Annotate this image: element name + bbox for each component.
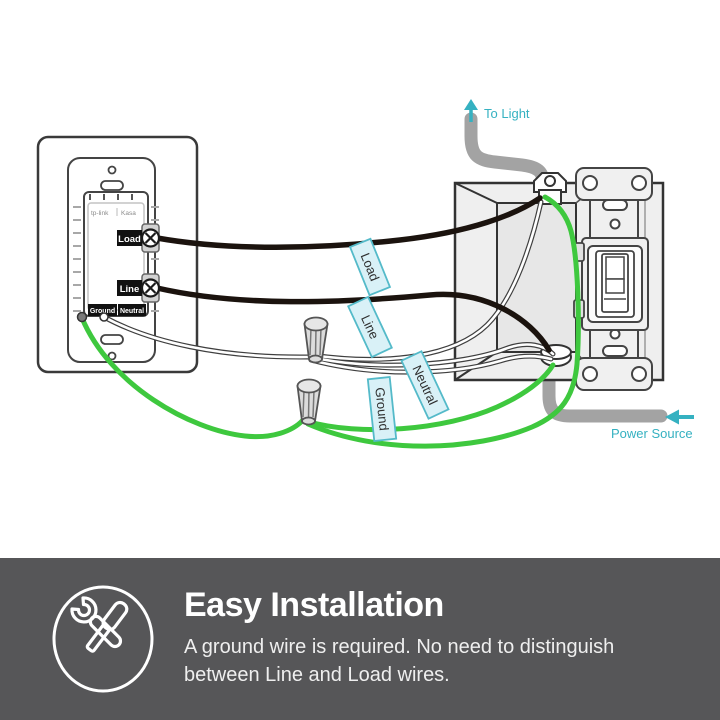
- screwdriver-shaft: [85, 623, 112, 653]
- line-wire: [154, 285, 552, 353]
- tag-box: [348, 237, 392, 297]
- power-source-annotation: Power Source: [611, 409, 694, 441]
- device-terminals: [76, 228, 161, 323]
- screw-cross: [144, 232, 157, 244]
- wire-tag-load: Load: [348, 237, 392, 297]
- box-edge: [454, 182, 498, 204]
- to-light-label: To Light: [484, 106, 530, 121]
- top-vents: [89, 194, 133, 200]
- top-slot: [100, 180, 124, 191]
- line-label-bg: [117, 280, 142, 296]
- kasa-logo: Kasa: [121, 210, 136, 217]
- nut-top: [296, 378, 322, 394]
- icon-circle: [52, 585, 154, 693]
- mounting-hole: [582, 175, 598, 191]
- mounting-hole: [582, 366, 598, 382]
- conduit-to-light: [464, 112, 550, 199]
- mounting-hole: [631, 175, 647, 191]
- banner-subtitle: A ground wire is required. No need to di…: [184, 633, 614, 690]
- ground-wire-box: [303, 362, 556, 433]
- nut-ribs: [302, 389, 315, 419]
- left-arrow-icon: [665, 409, 679, 425]
- strap-slot: [602, 199, 628, 211]
- ground-wires: [79, 194, 581, 449]
- wire-nut-ground: [296, 378, 322, 426]
- wire-tag-line: Line: [347, 295, 393, 359]
- banner-subtitle-line2: between Line and Load wires.: [184, 664, 450, 687]
- ground-wire-to-light: [305, 194, 581, 449]
- tools-icon: [52, 585, 154, 693]
- ground-wire-device: [79, 315, 306, 440]
- neutral-wire: [309, 200, 543, 361]
- to-light-annotation: To Light: [464, 99, 530, 122]
- load-wire: [154, 195, 543, 250]
- top-cable-clamp: [533, 172, 567, 205]
- side-fins: [73, 206, 159, 312]
- toggle-lever-top: [605, 256, 625, 280]
- nut-tip: [301, 416, 316, 426]
- nut-ribs: [309, 327, 322, 357]
- screw-cross: [144, 282, 157, 294]
- nut-top: [303, 316, 329, 332]
- nut-tip: [308, 354, 323, 364]
- ground-label-bg: [88, 304, 117, 316]
- brand-logo: tp-link: [91, 210, 109, 217]
- strap-slot: [602, 345, 628, 357]
- info-banner: Easy Installation A ground wire is requi…: [0, 558, 720, 720]
- wrench-icon: [70, 596, 98, 624]
- bottom-screw-hole: [107, 351, 117, 361]
- neutral-post: [99, 312, 109, 322]
- bottom-slot: [100, 334, 124, 345]
- screwdriver-handle: [101, 600, 129, 632]
- wire-tag-ground: Ground: [366, 376, 398, 442]
- load-label: Load: [118, 234, 141, 245]
- neutral-wire: [102, 315, 310, 359]
- neutral-wire: [309, 354, 553, 374]
- mounting-hole: [631, 366, 647, 382]
- conduit-tube: [464, 112, 550, 199]
- neutral-label-bg: [118, 304, 146, 316]
- up-arrow-icon: [464, 99, 478, 110]
- tag-label: Ground: [372, 387, 391, 432]
- ground-label: Ground: [90, 308, 115, 315]
- ground-post: [76, 311, 88, 323]
- toggle-lever-front: [605, 278, 625, 294]
- neutral-label: Neutral: [120, 308, 144, 315]
- neutral-wire: [309, 343, 555, 367]
- wiring-diagram: tp-link Kasa Load Line Ground Neutral: [36, 99, 694, 449]
- top-screw-hole: [107, 165, 117, 175]
- power-source-label: Power Source: [611, 426, 693, 441]
- hot-wires: [154, 195, 552, 353]
- wire-nut-neutral: [303, 316, 329, 364]
- banner-text: Easy Installation A ground wire is requi…: [184, 588, 614, 689]
- tag-box: [347, 295, 393, 359]
- clamp-hole: [544, 175, 556, 187]
- tag-box: [366, 376, 398, 442]
- screw-hole: [609, 218, 621, 230]
- smart-switch: tp-link Kasa Load Line Ground Neutral: [36, 135, 199, 374]
- toggle-switch: [573, 167, 653, 391]
- tag-box: [400, 350, 450, 420]
- banner-subtitle-line1: A ground wire is required. No need to di…: [184, 635, 615, 658]
- screwdriver-icon: [85, 600, 129, 653]
- banner-title: Easy Installation: [184, 586, 444, 625]
- load-label-bg: [117, 230, 142, 246]
- line-label: Line: [120, 284, 140, 295]
- neutral-wires: [101, 199, 556, 375]
